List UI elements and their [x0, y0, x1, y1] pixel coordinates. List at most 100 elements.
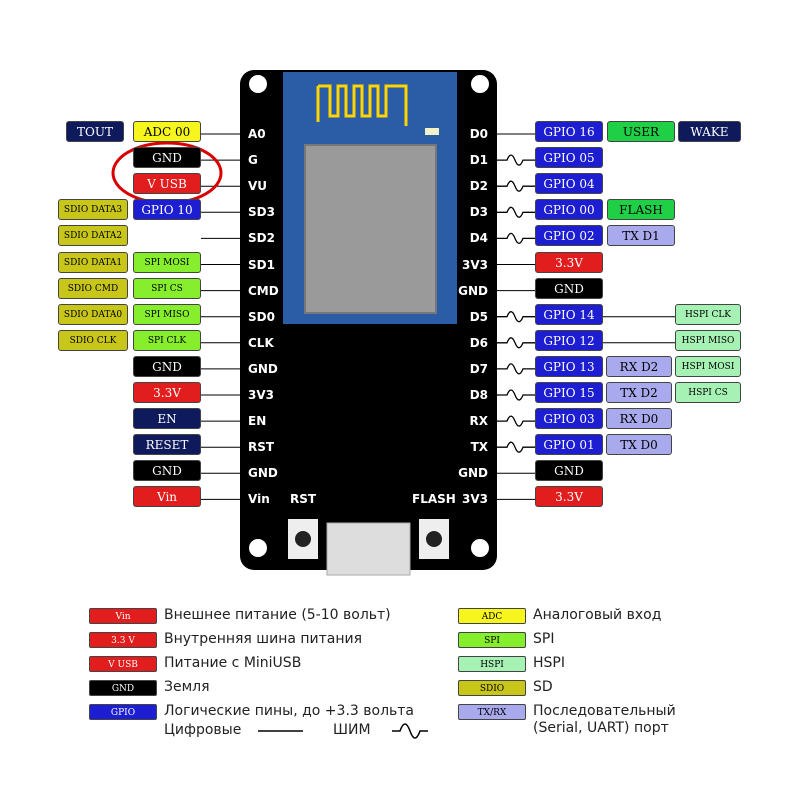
tout-tag: TOUT: [66, 121, 124, 142]
status-led: [425, 128, 439, 135]
board-pin-label-d6: D6: [469, 335, 488, 350]
wire-pwm: [497, 415, 535, 427]
board-pin-label-gnd: GND: [458, 283, 488, 298]
gnd-tag: GND: [133, 460, 201, 482]
board-pin-label-3v3: 3V3: [248, 388, 274, 402]
gpio-04-tag: GPIO 04: [535, 173, 603, 195]
board-pin-label-rx: RX: [469, 414, 489, 429]
board-pin-label-a0: A0: [248, 127, 266, 141]
legend-swatch-tx-rx: TX/RX: [458, 704, 526, 720]
3-3v-tag: 3.3V: [535, 486, 603, 508]
gpio-10-tag: GPIO 10: [133, 199, 201, 221]
wire-pwm: [497, 206, 535, 218]
spi-miso-tag: SPI MISO: [133, 303, 201, 325]
legend-swatch-v-usb: V USB: [89, 656, 157, 672]
gpio-15-tag: GPIO 15: [535, 382, 603, 403]
legend-swatch-adc: ADC: [458, 608, 526, 624]
gpio-12-tag: GPIO 12: [535, 329, 603, 351]
flash-tag: FLASH: [607, 199, 675, 221]
board-pin-label-d1: D1: [469, 153, 488, 168]
board-pin-label-clk: CLK: [248, 335, 274, 350]
board-pin-label-3v3: 3V3: [462, 257, 488, 272]
board-pin-label-3v3: 3V3: [462, 492, 488, 507]
wire-pwm: [497, 337, 535, 349]
reset-tag: RESET: [133, 434, 201, 456]
legend-text: Последовательный (Serial, UART) порт: [533, 703, 676, 736]
board-pin-label-rst: RST: [248, 440, 275, 455]
hspi-clk-tag: HSPI CLK: [675, 303, 741, 325]
legend-swatch-sdio: SDIO: [458, 680, 526, 696]
board-pin-label-tx: TX: [470, 440, 488, 455]
wire-pwm: [497, 232, 535, 245]
3-3v-tag: 3.3V: [133, 382, 201, 403]
wire-pwm: [497, 389, 535, 401]
board-pin-label-gnd: GND: [248, 361, 278, 376]
gpio-02-tag: GPIO 02: [535, 225, 603, 247]
vin-tag: Vin: [133, 486, 201, 508]
wire-pwm: [497, 180, 535, 192]
adc-00-tag: ADC 00: [133, 121, 201, 142]
rf-shield: [304, 144, 437, 314]
board-pin-label-gnd: GND: [458, 466, 488, 481]
rx-d0-tag: RX D0: [606, 408, 672, 430]
sdio-data3-tag: SDIO DATA3: [58, 199, 128, 221]
gpio-05-tag: GPIO 05: [535, 147, 603, 169]
wire-pwm: [497, 154, 535, 166]
gnd-tag: GND: [133, 355, 201, 377]
board-pin-label-en: EN: [248, 414, 267, 429]
sdio-data1-tag: SDIO DATA1: [58, 251, 128, 273]
board-pin-label-sd3: SD3: [248, 205, 275, 220]
board-pin-label-sd1: SD1: [248, 257, 275, 272]
rx-d2-tag: RX D2: [606, 355, 672, 377]
3-3v-tag: 3.3V: [535, 251, 603, 273]
gpio-00-tag: GPIO 00: [535, 199, 603, 221]
tx-d2-tag: TX D2: [606, 382, 672, 403]
legend-swatch-3-3-v: 3.3 V: [89, 632, 157, 648]
board-pin-label-sd2: SD2: [248, 231, 275, 246]
legend-text: SD: [533, 679, 553, 695]
spi-mosi-tag: SPI MOSI: [133, 251, 201, 273]
board-pin-label-d2: D2: [469, 179, 488, 194]
legend-swatch-hspi: HSPI: [458, 656, 526, 672]
gpio-13-tag: GPIO 13: [535, 355, 603, 377]
wake-tag: WAKE: [678, 121, 741, 142]
legend-text: Земля: [164, 679, 210, 695]
pwm-line-key-symbol: [392, 723, 428, 739]
micro-usb-port: [326, 522, 411, 576]
legend-swatch-gpio: GPIO: [89, 704, 157, 720]
board-pin-label-d3: D3: [469, 205, 488, 220]
digital-line-key-label: Цифровые: [164, 722, 242, 738]
legend-swatch-vin: Vin: [89, 608, 157, 624]
board-pin-label-d5: D5: [469, 309, 488, 324]
legend-text: Аналоговый вход: [533, 607, 662, 623]
hspi-mosi-tag: HSPI MOSI: [675, 355, 741, 377]
mount-hole: [471, 539, 489, 557]
legend-text: Логические пины, до +3.3 вольта: [164, 703, 414, 719]
sdio-data2-tag: SDIO DATA2: [58, 225, 128, 247]
mount-hole: [471, 75, 489, 93]
legend-swatch-gnd: GND: [89, 680, 157, 696]
wire-pwm: [497, 363, 535, 375]
board-pin-label-d7: D7: [469, 361, 488, 376]
tx-d1-tag: TX D1: [607, 225, 675, 247]
board-pin-label-gnd: GND: [248, 466, 278, 481]
hspi-cs-tag: HSPI CS: [675, 382, 741, 403]
gnd-tag: GND: [535, 460, 603, 482]
legend-text: Внутренняя шина питания: [164, 631, 363, 647]
pwm-line-key-label: ШИМ: [333, 722, 371, 738]
tx-d0-tag: TX D0: [606, 434, 672, 456]
sdio-cmd-tag: SDIO CMD: [58, 277, 128, 299]
rst-button-label: RST: [290, 492, 317, 506]
board-pin-label-vu: VU: [248, 179, 268, 194]
sdio-data0-tag: SDIO DATA0: [58, 303, 128, 325]
board-pin-label-d4: D4: [469, 231, 488, 246]
board-pin-label-d0: D0: [469, 127, 488, 141]
board-pin-label-d8: D8: [469, 388, 488, 402]
gnd-tag: GND: [133, 147, 201, 169]
gpio-16-tag: GPIO 16: [535, 121, 603, 142]
flash-button-cap: [426, 531, 442, 547]
gpio-03-tag: GPIO 03: [535, 408, 603, 430]
wire-pwm: [497, 441, 535, 453]
